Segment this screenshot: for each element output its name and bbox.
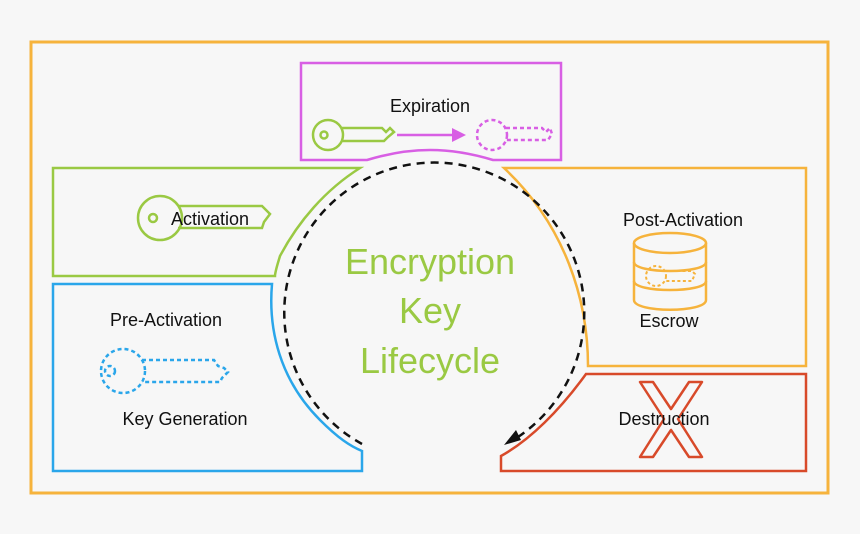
outer-frame <box>29 40 830 495</box>
escrow-label: Escrow <box>639 311 699 331</box>
expiration-label: Expiration <box>390 96 470 116</box>
expiration-box <box>299 61 563 162</box>
post-activation-box <box>500 166 808 368</box>
database-icon <box>632 231 708 311</box>
stage-post-activation: Post-Activation Escrow <box>500 166 808 368</box>
cross-icon <box>638 380 704 459</box>
dashed-key-icon <box>645 265 697 287</box>
title-line-2: Key <box>399 290 461 331</box>
post-activation-label: Post-Activation <box>623 210 743 230</box>
stage-activation: Activation <box>51 166 365 278</box>
stage-destruction: Destruction <box>499 372 808 473</box>
pre-activation-box <box>51 282 364 473</box>
destruction-box <box>499 372 808 473</box>
diagram-title: Encryption Key Lifecycle <box>345 241 515 381</box>
dashed-key-icon <box>475 118 554 152</box>
key-icon <box>136 194 272 242</box>
stage-pre-activation: Pre-Activation Key Generation <box>51 282 364 473</box>
arrowhead-icon <box>504 430 521 445</box>
activation-label: Activation <box>171 209 249 229</box>
arrow-right-icon <box>397 128 466 142</box>
stage-expiration: Expiration <box>299 61 563 162</box>
pre-activation-label: Pre-Activation <box>110 310 222 330</box>
key-generation-label: Key Generation <box>122 409 247 429</box>
lifecycle-cycle-arrow <box>283 161 586 446</box>
destruction-label: Destruction <box>618 409 709 429</box>
title-line-1: Encryption <box>345 241 515 282</box>
dashed-key-icon <box>99 347 230 395</box>
title-line-3: Lifecycle <box>360 340 500 381</box>
activation-box <box>51 166 365 278</box>
key-icon <box>311 118 396 152</box>
